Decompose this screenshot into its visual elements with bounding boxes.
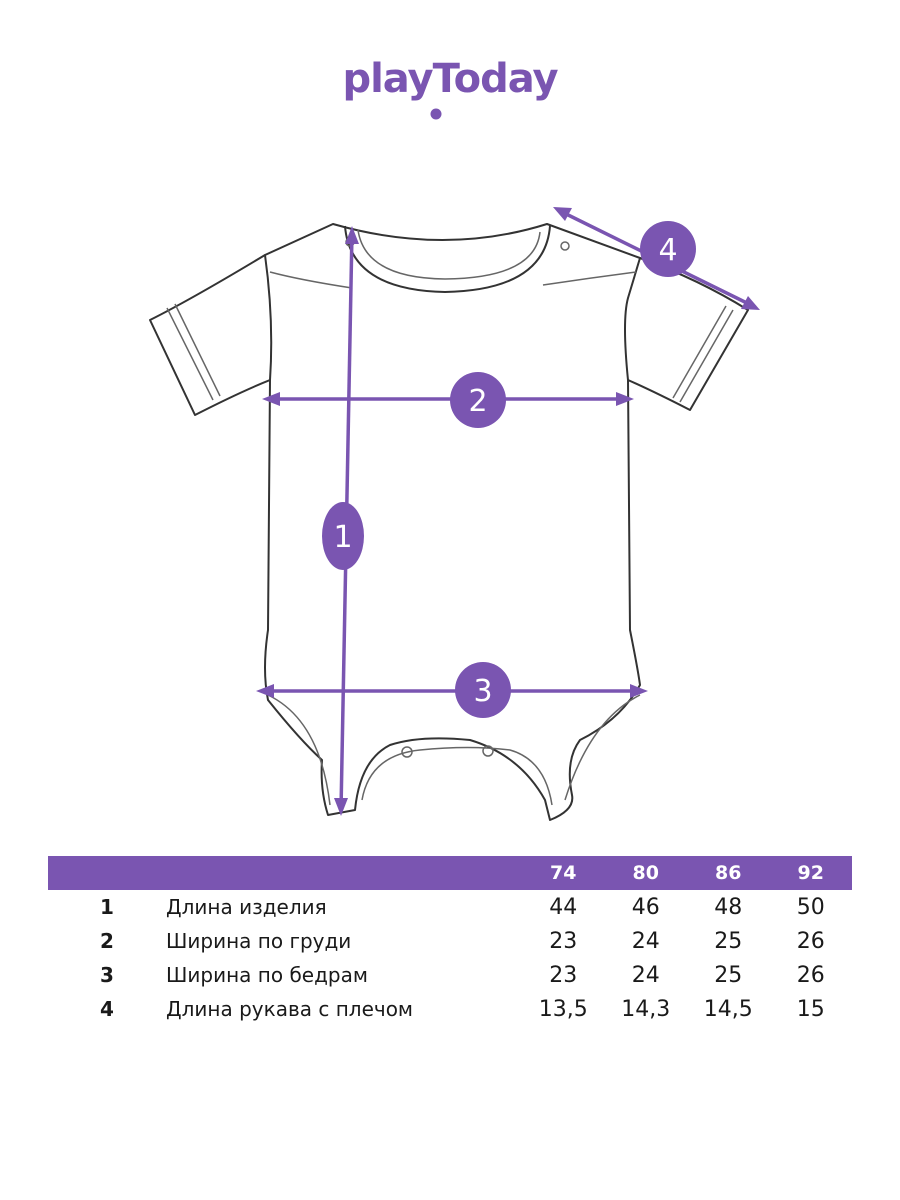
table-row: 2 Ширина по груди 23 24 25 26 [48,924,852,958]
svg-text:1: 1 [333,520,352,555]
cell-value: 48 [714,894,743,920]
svg-text:2: 2 [468,384,487,419]
cell-value: 26 [796,928,825,954]
cell-value: 23 [549,928,578,954]
table-row: 1 Длина изделия 44 46 48 50 [48,890,852,924]
cell-value: 15 [796,996,825,1022]
cell-value: 46 [631,894,660,920]
cell-value: 25 [714,962,743,988]
size-header: 74 [522,856,605,890]
size-header: 92 [769,856,852,890]
cell-value: 23 [549,962,578,988]
cell-value: 26 [796,962,825,988]
cell-value: 13,5 [538,996,588,1022]
marker-3: 3 [455,662,511,718]
row-number: 3 [100,963,114,987]
cell-value: 24 [631,928,660,954]
row-number: 2 [100,929,114,953]
cell-value: 50 [796,894,825,920]
size-header: 80 [604,856,687,890]
row-label: Длина рукава с плечом [166,997,414,1021]
cell-value: 14,5 [703,996,753,1022]
size-header-row: 74 80 86 92 [48,856,852,890]
svg-text:3: 3 [473,674,492,709]
row-number: 1 [100,895,114,919]
header-blank [166,856,522,890]
table-row: 3 Ширина по бедрам 23 24 25 26 [48,958,852,992]
row-label: Длина изделия [166,895,327,919]
playtoday-logo: playToday [342,56,559,120]
header-blank [48,856,166,890]
svg-text:playToday: playToday [342,56,558,102]
marker-2: 2 [450,372,506,428]
row-label: Ширина по бедрам [166,963,368,987]
marker-4: 4 [640,221,696,277]
table-row: 4 Длина рукава с плечом 13,5 14,3 14,5 1… [48,992,852,1026]
cell-value: 24 [631,962,660,988]
row-label: Ширина по груди [166,929,352,953]
cell-value: 44 [549,894,578,920]
size-header: 86 [687,856,770,890]
bodysuit-diagram: 1 2 3 4 [149,207,760,821]
bodysuit-outline [149,223,749,821]
marker-1: 1 [322,502,364,570]
brand-logo: playToday [0,50,900,130]
cell-value: 14,3 [621,996,671,1022]
svg-text:4: 4 [658,233,677,268]
size-table: 74 80 86 92 1 Длина изделия 44 46 48 50 … [48,856,852,1026]
cell-value: 25 [714,928,743,954]
row-number: 4 [100,997,114,1021]
